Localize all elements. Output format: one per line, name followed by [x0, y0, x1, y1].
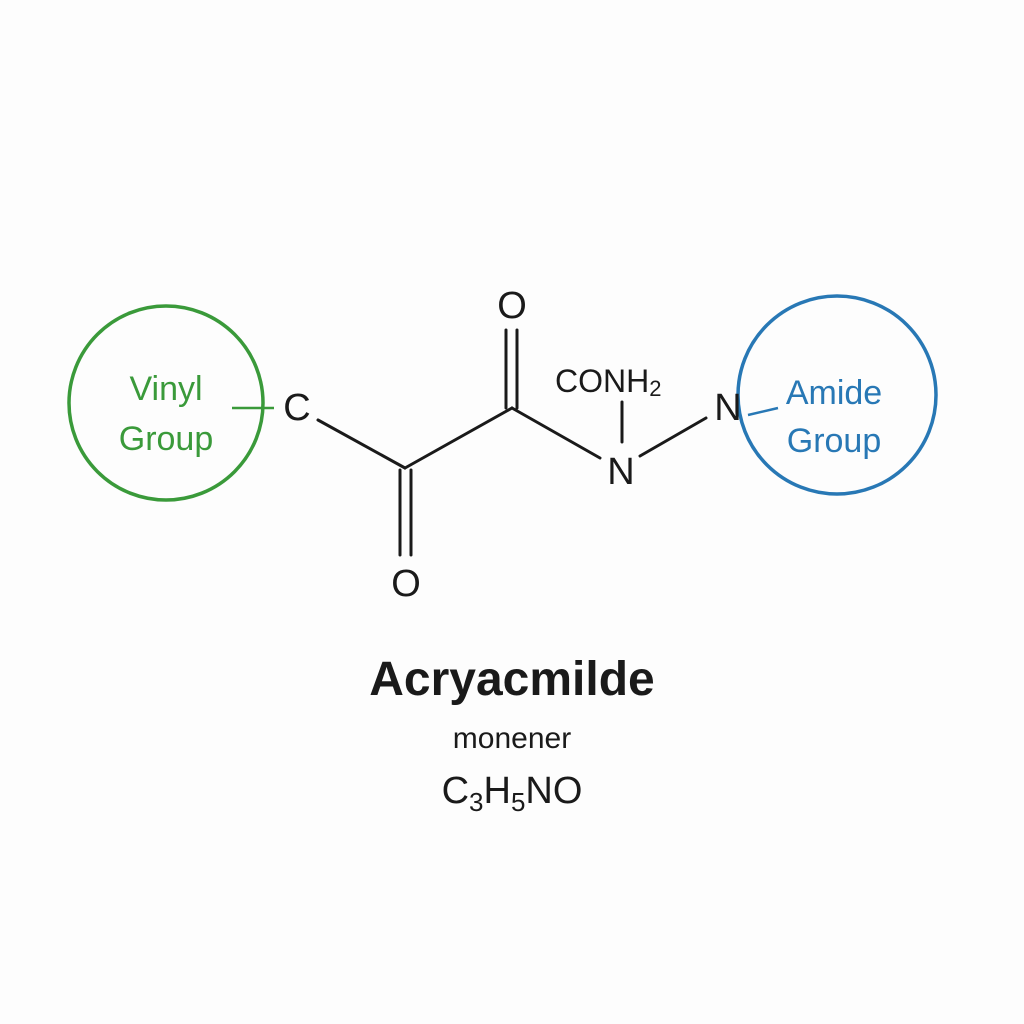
atom-o-top: O — [497, 285, 527, 327]
vinyl-group-label-line2: Group — [119, 420, 214, 458]
atom-n-middle: N — [607, 451, 634, 493]
atom-o-bottom: O — [391, 563, 421, 605]
bond-c-to-vertex1 — [316, 418, 407, 470]
atom-n-right: N — [714, 387, 741, 429]
vinyl-group-label-line1: Vinyl — [129, 370, 202, 408]
atoms: C O O N N CONH2 — [283, 285, 741, 605]
molecule-name: Acryacmilde — [369, 653, 655, 706]
atom-conh2-main: CONH — [555, 363, 649, 399]
amide-connector — [747, 406, 779, 417]
vinyl-group-circle — [67, 304, 265, 502]
bond-vertex2-to-n — [510, 406, 602, 460]
amide-group-label-line2: Group — [787, 422, 882, 460]
amide-group: Amide Group — [736, 294, 938, 496]
formula-no: NO — [525, 770, 583, 812]
formula-c-subscript: 3 — [469, 787, 484, 817]
atom-c-left: C — [283, 387, 310, 429]
molecular-formula: C3H5NO — [0, 770, 1024, 818]
vinyl-group: Vinyl Group — [67, 304, 274, 502]
bond-n-to-n — [638, 416, 708, 458]
atom-conh2-subscript: 2 — [649, 376, 661, 401]
formula-h: H — [483, 770, 511, 812]
formula-c: C — [441, 770, 470, 812]
bonds — [316, 328, 708, 557]
formula-h-subscript: 5 — [510, 787, 526, 817]
bond-vertex1-to-vertex2 — [403, 406, 514, 470]
amide-group-label-line1: Amide — [786, 374, 882, 412]
molecule-subtitle: monener — [452, 722, 572, 755]
atom-conh2: CONH2 — [555, 363, 661, 401]
amide-group-circle — [736, 294, 938, 496]
